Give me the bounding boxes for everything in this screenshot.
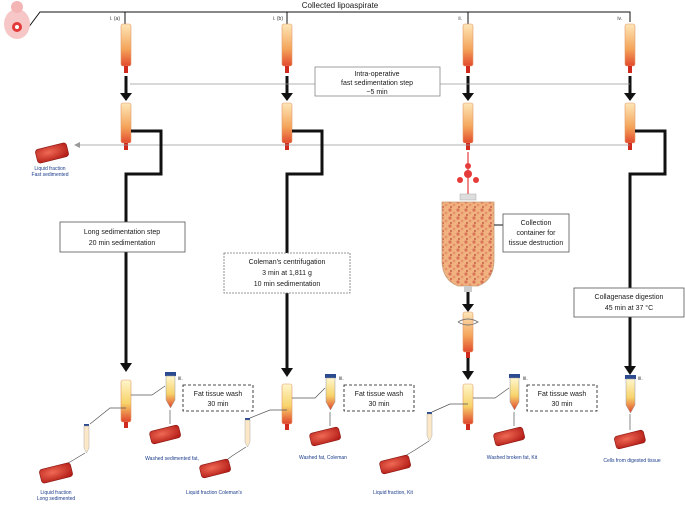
column-label-ii: ii. (458, 16, 462, 22)
wash-index-c: iii. (523, 376, 528, 382)
svg-text:3 min at 1,811 g: 3 min at 1,811 g (262, 270, 312, 277)
culture-dish-icon (35, 142, 69, 164)
wash-index-a: iii. (178, 376, 183, 382)
bag-icon (441, 193, 495, 292)
header-title: Collected lipoaspirate (302, 1, 379, 10)
washed-broken-label: Washed broken fat, Kit (487, 455, 538, 461)
syringe-icon (457, 311, 479, 358)
syringe-icon (462, 383, 474, 430)
tube-icon (165, 372, 176, 409)
collagenase-digestion-box: Collagenase digestion 45 min at 37 °C (573, 287, 685, 318)
wash-index-d: iii. (638, 376, 643, 382)
culture-dish-icon (199, 458, 231, 479)
liquid-fast-label-2: Fast sedimented (32, 172, 69, 178)
washed-coleman-label: Washed fat, Coleman (299, 455, 347, 461)
patient-icon (4, 1, 30, 39)
culture-dish-icon (39, 462, 73, 484)
syringe-icon (120, 23, 132, 73)
svg-text:fast sedimentation step: fast sedimentation step (341, 80, 413, 87)
syringe-icon (462, 102, 474, 150)
bottom-connectors (61, 385, 631, 467)
svg-text:Intra-operative: Intra-operative (354, 71, 399, 78)
syringe-icon (281, 23, 293, 73)
intraoperative-step-box: Intra-operative fast sedimentation step … (314, 66, 441, 97)
long-sedimentation-box: Long sedimentation step 20 min sedimenta… (59, 221, 186, 253)
svg-text:Fat tissue wash: Fat tissue wash (538, 391, 587, 398)
syringe-icon (462, 23, 474, 73)
step-arrows-top (124, 76, 632, 94)
tube-icon (83, 424, 90, 454)
process-flow-lines (124, 129, 667, 372)
cells-digested-label: Cells from digested tissue (603, 458, 660, 464)
svg-text:45 min at 37 °C: 45 min at 37 °C (605, 304, 653, 312)
svg-text:Fat tissue wash: Fat tissue wash (355, 391, 404, 398)
svg-text:Fat tissue wash: Fat tissue wash (194, 391, 243, 398)
column-label-ib: i. (b) (273, 16, 283, 22)
lipoaspirate-collection-line (27, 11, 631, 29)
tube-icon (325, 374, 336, 411)
svg-text:30 min: 30 min (207, 401, 228, 408)
liquid-fast-connector (74, 142, 630, 148)
svg-text:20 min sedimentation: 20 min sedimentation (89, 240, 156, 247)
liquid-long-label-2: Long sedimented (37, 496, 76, 502)
liquid-kit-label: Liquid fraction, Kit (373, 490, 413, 496)
liquid-coleman-label: Liquid fraction Coleman's (186, 490, 242, 496)
liquid-long-label: Liquid fraction (40, 490, 71, 496)
svg-text:tissue destruction: tissue destruction (509, 240, 564, 247)
svg-text:~5 min: ~5 min (366, 89, 387, 96)
svg-text:Long sedimentation step: Long sedimentation step (84, 229, 160, 236)
svg-text:Collagenase digestion: Collagenase digestion (595, 294, 664, 301)
svg-text:Coleman's centrifugation: Coleman's centrifugation (249, 259, 326, 266)
valve-icon (457, 152, 479, 196)
column-label-ia: i. (a) (110, 16, 120, 22)
tube-icon (426, 412, 433, 442)
liquid-fast-label: Liquid fraction (34, 166, 65, 172)
bag-to-syringe-arrow (462, 292, 474, 312)
syringe-icon (120, 379, 132, 428)
tube-icon (509, 374, 520, 411)
culture-dish-icon (309, 426, 341, 447)
washed-sedimented-label: Washed sedimented fat, (145, 456, 199, 462)
culture-dish-icon (149, 424, 181, 445)
coleman-centrifugation-box: Coleman's centrifugation 3 min at 1,811 … (223, 252, 351, 294)
svg-text:Collection: Collection (521, 220, 552, 227)
svg-text:30 min: 30 min (368, 401, 389, 408)
tube-icon (244, 418, 251, 448)
fat-wash-box-b: Fat tissue wash 30 min (343, 384, 415, 412)
culture-dish-icon (614, 429, 646, 450)
syringe-icon (281, 383, 293, 430)
collection-container-box: Collection container for tissue destruct… (502, 213, 570, 253)
svg-text:container for: container for (517, 230, 557, 237)
fat-wash-box-a: Fat tissue wash 30 min (182, 384, 254, 412)
syringe-icon (624, 23, 636, 73)
svg-text:30 min: 30 min (551, 401, 572, 408)
syringe-icon (624, 102, 636, 150)
column-label-iv: iv. (617, 16, 622, 22)
culture-dish-icon (493, 426, 525, 447)
svg-text:10 min sedimentation: 10 min sedimentation (254, 281, 321, 288)
wash-index-b: iii. (339, 376, 344, 382)
tube-icon (625, 375, 636, 414)
syringe-icon (281, 102, 293, 150)
culture-dish-icon (379, 454, 411, 475)
fat-wash-box-c: Fat tissue wash 30 min (526, 384, 598, 412)
syringe-icon (120, 102, 132, 150)
